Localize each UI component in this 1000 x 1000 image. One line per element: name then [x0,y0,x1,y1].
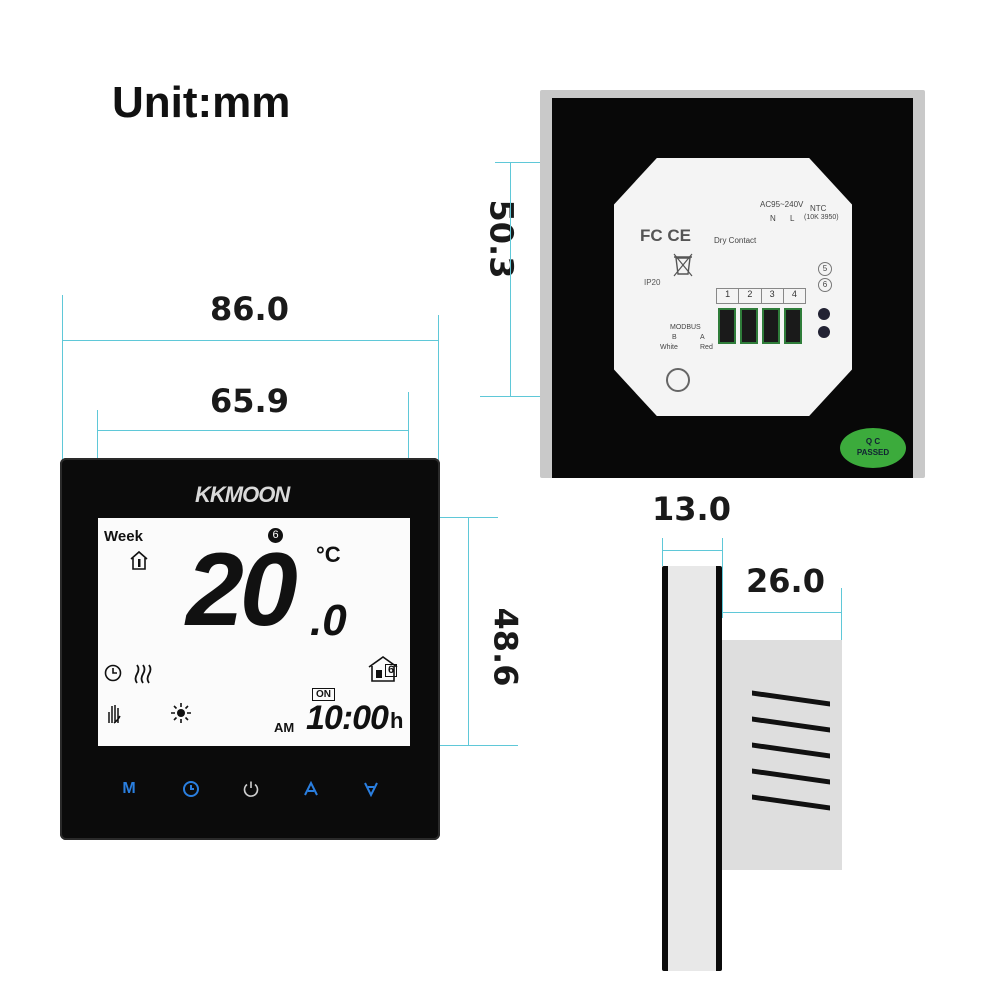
program-number: 6 [385,664,398,677]
dim-ext-50-top [495,162,550,163]
screw-terminal [718,308,736,344]
dim-line-13 [662,550,722,551]
modbus-label: MODBUS [670,324,701,331]
dim-ext-13-right [722,538,723,618]
brand-logo: KKMOON [195,482,290,507]
hand-icon [106,702,122,729]
side-face-panel [668,566,716,971]
screw-terminal [784,308,802,344]
week-label: Week [104,528,143,545]
dim-ext-48-top [398,517,498,518]
ntc-label: NTC [810,204,827,213]
dim-ext-48-bottom [408,745,518,746]
down-button[interactable] [360,778,382,800]
dim-side-face-depth: 13.0 [652,490,731,528]
terminal-block [718,308,802,344]
dim-side-body-depth: 26.0 [746,562,825,600]
terminal-numbers: 1 2 3 4 [716,288,806,304]
clock-icon [183,781,199,797]
dry-contact-label: Dry Contact [714,236,757,245]
dim-ext-13-left [662,538,663,566]
thermostat-side-body [722,640,842,870]
thermostat-back: FC CE IP20 Dry Contact AC95~240V N L NTC… [540,90,925,478]
program-house-icon: 6 [368,656,398,682]
home-temperature-icon [130,550,148,570]
reset-hole [666,368,690,392]
day-number-badge: 6 [268,528,283,543]
terminal-4: 4 [791,289,797,299]
on-label: ON [312,688,335,701]
recycle-bin-icon [672,252,694,283]
arrow-up-icon [304,781,318,796]
vent-slot [752,690,830,707]
dim-ext-65-right [408,392,409,520]
dim-ext-86-right [438,315,439,460]
power-icon [243,781,259,797]
qc-passed-sticker: Q C PASSED [840,428,906,468]
screw-terminal [740,308,758,344]
modbus-b-label: B [672,334,677,341]
vent-slot [752,768,830,785]
terminal-2: 2 [739,289,762,303]
heating-waves-icon [134,664,156,689]
temperature-unit: °C [316,542,341,567]
sun-icon [170,702,192,729]
terminal-3: 3 [762,289,784,303]
screw-terminal [762,308,780,344]
am-pm-label: AM [274,720,295,735]
terminal-1: 1 [717,289,740,303]
time-value: 10:00 [306,699,389,737]
vent-slot [752,742,830,759]
terminal-5-label: 5 [818,262,832,276]
clock-button[interactable] [180,778,202,800]
ip-rating: IP20 [644,278,661,287]
neutral-label: N [770,214,776,223]
dim-line-26 [722,612,842,613]
dim-line-65 [97,430,409,431]
ntc-port-bottom [818,326,830,338]
certification-marks: FC CE [640,226,691,245]
ntc-spec-label: (10K 3950) [804,214,839,221]
time-unit: h [390,708,404,733]
temperature-decimal: .0 [310,596,347,645]
back-terminal-board: FC CE IP20 Dry Contact AC95~240V N L NTC… [614,158,852,416]
terminal-6-label: 6 [818,278,832,292]
arrow-down-icon [364,782,378,797]
voltage-label: AC95~240V [760,200,804,209]
dim-ext-50-bottom [480,396,550,397]
red-wire-label: Red [700,344,713,351]
white-wire-label: White [660,344,678,351]
ntc-port-top [818,308,830,320]
thermostat-front: KKMOON Week 6 20 .0 °C 6 ON AM [60,458,440,840]
dim-front-outer-width: 86.0 [210,290,289,328]
clock-icon [104,664,122,687]
dim-back-height: 50.3 [482,199,521,279]
dim-ext-86-left [62,295,63,460]
back-plate: FC CE IP20 Dry Contact AC95~240V N L NTC… [552,98,913,478]
up-button[interactable] [300,778,322,800]
dim-front-screen-height: 48.6 [486,607,525,687]
live-label: L [790,214,795,223]
passed-label: PASSED [856,448,890,457]
lcd-screen: Week 6 20 .0 °C 6 ON AM 10:00 h [98,518,410,746]
temperature-value: 20 [186,532,298,648]
dim-line-50 [510,162,511,396]
dim-line-48 [468,517,469,746]
thermostat-side-face [662,566,722,971]
modbus-a-label: A [700,334,705,341]
dim-line-86 [62,340,439,341]
vent-slot [752,794,830,811]
dim-front-screen-width: 65.9 [210,382,289,420]
mode-button[interactable]: M [122,780,136,797]
dim-ext-26-right [841,588,842,643]
vent-slot [752,716,830,733]
unit-label: Unit:mm [112,78,291,127]
power-button[interactable] [240,778,262,800]
qc-label: Q C [865,437,881,446]
